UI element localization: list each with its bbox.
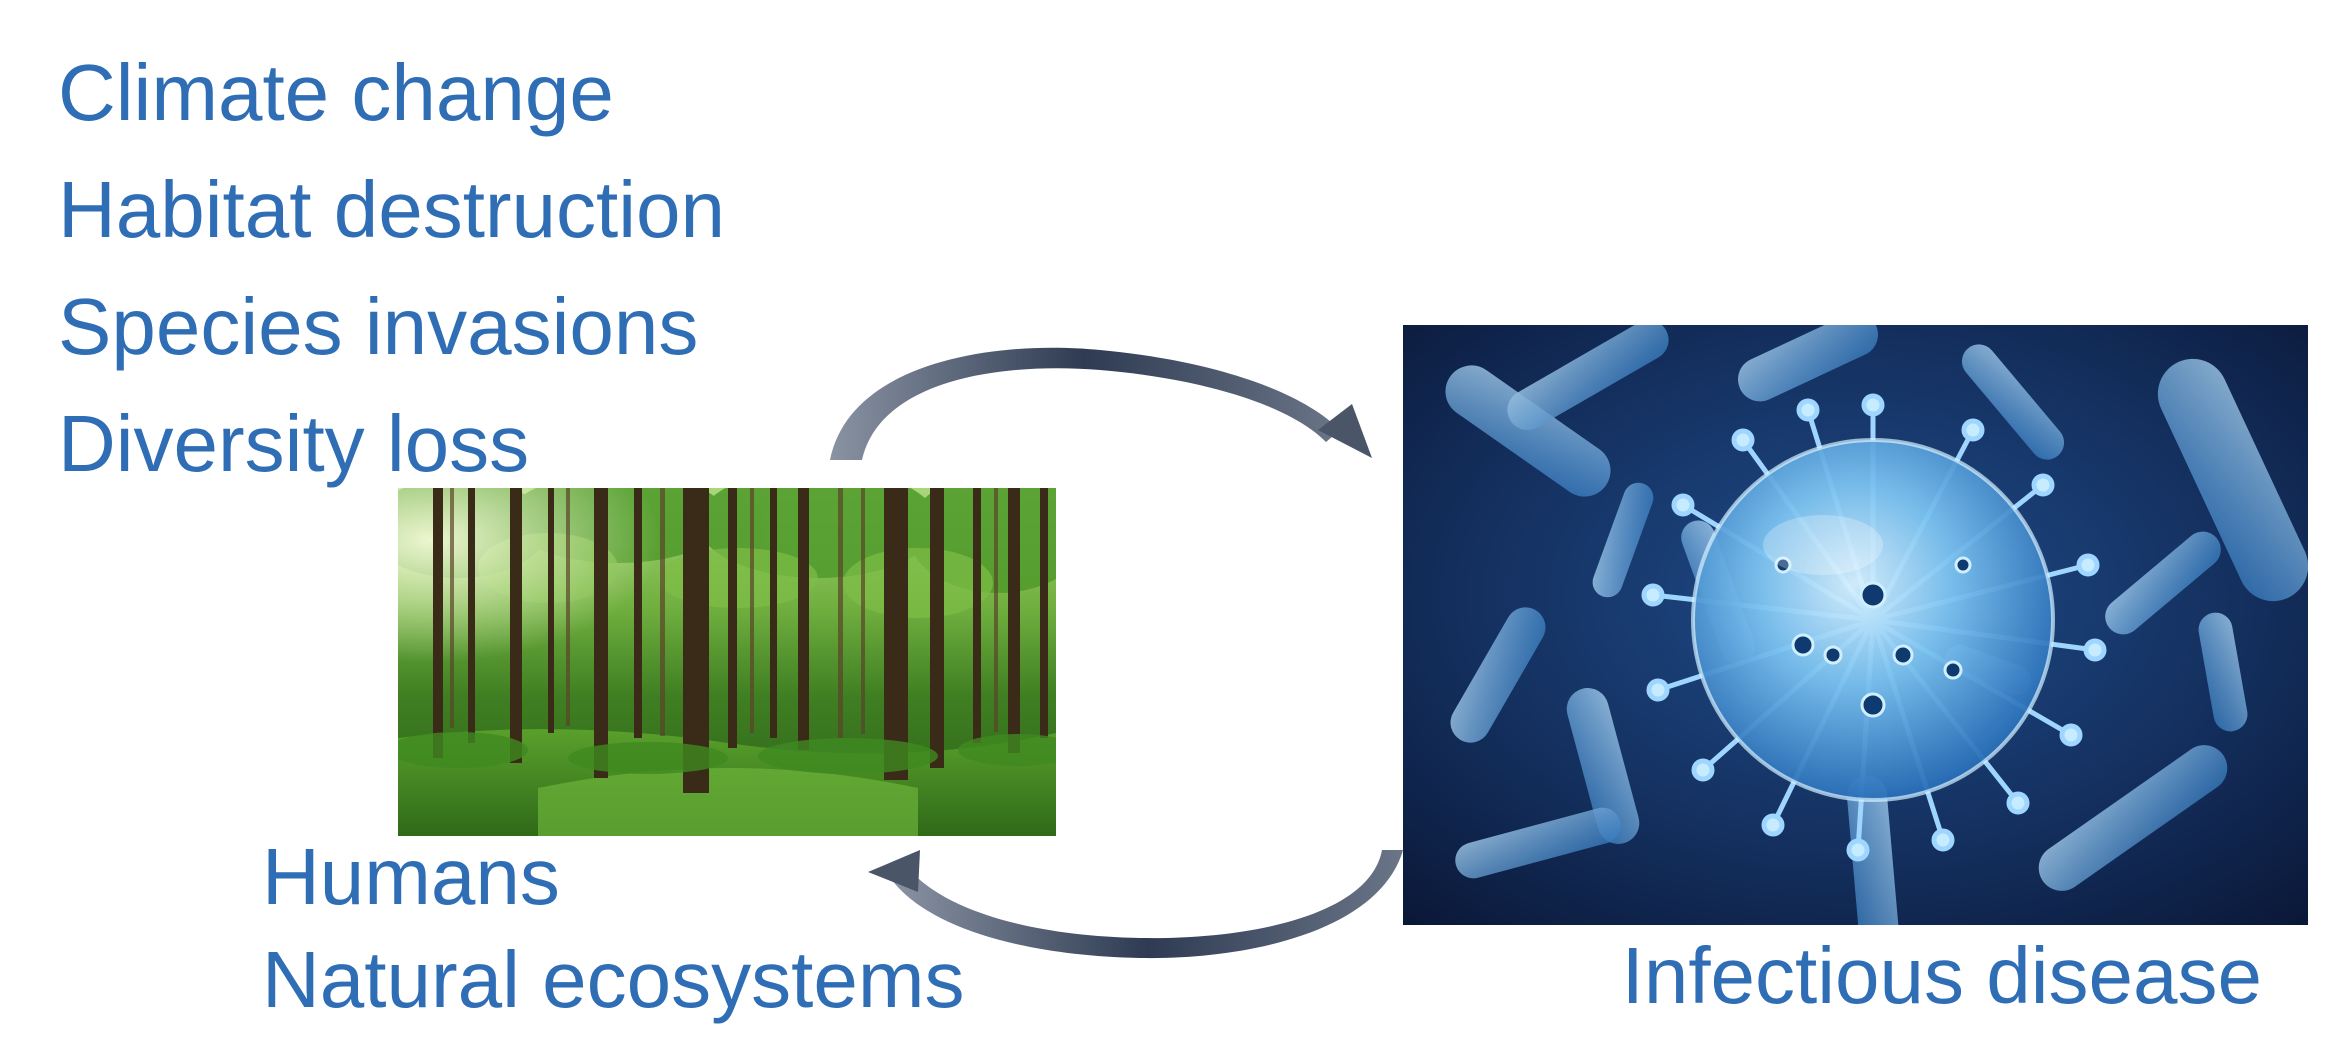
label-natural-ecosystems: Natural ecosystems (262, 935, 965, 1024)
drivers-list: Climate change Habitat destruction Speci… (58, 34, 725, 502)
driver-climate-change: Climate change (58, 48, 614, 137)
driver-diversity-loss: Diversity loss (58, 399, 530, 488)
driver-habitat-destruction: Habitat destruction (58, 165, 726, 254)
label-infectious-disease: Infectious disease (1621, 931, 2262, 1020)
microbe-image (1403, 325, 2308, 925)
forest-image (398, 488, 1056, 836)
forest-illustration (398, 488, 1056, 836)
driver-species-invasions: Species invasions (58, 282, 699, 371)
virus-illustration (1403, 325, 2308, 925)
virus-body (1693, 440, 2053, 800)
label-humans: Humans (262, 832, 560, 921)
arrow-to-disease (830, 347, 1372, 460)
